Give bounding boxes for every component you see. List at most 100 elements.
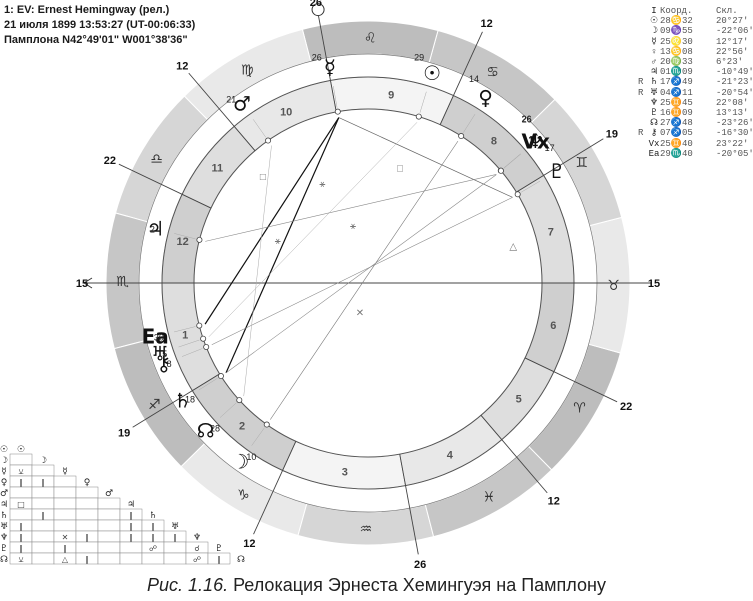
aspect-grid-diagonal-glyph: ♀ bbox=[84, 478, 91, 488]
sun-degree: 29 bbox=[414, 53, 424, 63]
aspect-line-glyph: ✕ bbox=[356, 308, 364, 319]
aspect-grid-symbol: ∥ bbox=[151, 522, 155, 531]
aspect-grid-cell bbox=[141, 552, 165, 565]
aspect-grid-row-glyph: ☿ bbox=[1, 467, 7, 477]
aspect-grid-symbol: △ bbox=[62, 555, 69, 564]
aspect-grid-cell bbox=[31, 464, 55, 477]
aspect-line-glyph: △ bbox=[509, 241, 517, 252]
uranus-degree: 5 bbox=[162, 349, 167, 359]
house-cusp-line bbox=[132, 373, 220, 428]
neptune-glyph: ♆ bbox=[527, 129, 545, 153]
vertex-degree: 26 bbox=[522, 114, 532, 124]
aspect-grid-symbol: ∥ bbox=[19, 544, 23, 553]
aspect-grid-cell bbox=[31, 541, 55, 554]
house-cusp-line bbox=[516, 138, 604, 193]
house-cusp-degree: 15 bbox=[76, 278, 88, 290]
saturn-pointer bbox=[198, 377, 218, 391]
aspect-grid-symbol: ∥ bbox=[19, 522, 23, 531]
aspect-grid-diagonal-glyph: ☉ bbox=[17, 445, 25, 455]
house-cusp-degree: 19 bbox=[118, 427, 130, 439]
aspect-grid-symbol: ∥ bbox=[129, 533, 133, 542]
house-cusp-line bbox=[399, 454, 419, 555]
aspect-line bbox=[211, 197, 513, 346]
aspect-grid-cell bbox=[53, 497, 77, 510]
aspect-line-glyph: □ bbox=[397, 163, 403, 174]
aspect-grid-cell bbox=[75, 541, 99, 554]
aspect-grid-cell bbox=[119, 541, 143, 554]
house-number: 9 bbox=[388, 89, 394, 101]
aspect-grid-symbol: ∥ bbox=[129, 522, 133, 531]
chiron-position-dot bbox=[203, 343, 210, 350]
house-number: 1 bbox=[182, 330, 188, 342]
jupiter-degree: 2 bbox=[150, 225, 155, 235]
aspect-grid-diagonal-glyph: ♆ bbox=[193, 533, 201, 543]
jupiter-glyph: ♃ bbox=[146, 217, 164, 241]
aspect-grid-cell bbox=[53, 508, 77, 521]
moon-degree: 10 bbox=[246, 452, 256, 462]
house-number: 12 bbox=[177, 236, 189, 248]
aspect-grid-symbol: ∥ bbox=[41, 478, 45, 487]
aspect-grid-cell bbox=[53, 475, 77, 488]
sun-glyph: ☉ bbox=[423, 61, 441, 85]
aspect-grid-row-glyph: ♄ bbox=[0, 511, 8, 521]
aspect-grid-cell bbox=[31, 552, 55, 565]
aspect-grid-diagonal-glyph: ♅ bbox=[171, 522, 179, 532]
aspect-grid-cell bbox=[207, 552, 231, 565]
house-cusp-line bbox=[480, 415, 548, 494]
aspect-grid-cell bbox=[97, 541, 121, 554]
house-number: 5 bbox=[516, 394, 522, 406]
aspect-grid-cell bbox=[75, 486, 99, 499]
aspect-grid-symbol: ⚺ bbox=[18, 555, 23, 564]
sign-glyph: ♑ bbox=[237, 488, 250, 504]
node-degree: 28 bbox=[210, 423, 220, 433]
sign-glyph: ♓ bbox=[483, 490, 496, 506]
mars-glyph: ♂ bbox=[233, 91, 251, 115]
house-cusp-line bbox=[317, 11, 337, 112]
house-cusp-line bbox=[439, 31, 483, 125]
aspect-grid-symbol: ∥ bbox=[85, 533, 89, 542]
aspect-grid-row-glyph: ♀ bbox=[1, 478, 8, 488]
house-cusp-degree: 12 bbox=[176, 61, 188, 73]
natal-wheel: ♈♉♊♋♌♍♎♏♐♑♒♓1519122612221519122612221234… bbox=[76, 0, 660, 571]
aspect-grid-symbol: □ bbox=[17, 500, 25, 509]
venus-degree: 14 bbox=[469, 74, 479, 84]
aspect-grid-diagonal-glyph: ☽ bbox=[39, 456, 47, 466]
sign-glyph: ♉ bbox=[607, 278, 620, 294]
aspect-grid-row-glyph: ♅ bbox=[0, 522, 8, 532]
aspect-grid-symbol: ☌ bbox=[194, 544, 199, 553]
house-number: 4 bbox=[447, 449, 454, 461]
aspect-grid-cell bbox=[75, 519, 99, 532]
aspect-grid-diagonal-glyph: ♄ bbox=[149, 511, 157, 521]
aspect-grid: ☉☉☽☽☿☿♀♀♂♂♃♃♄♄♅♅♆♆♇♇☊☊⚺∥∥□∥∥∥∥∥∥✕∥∥∥∥∥∥☍… bbox=[0, 445, 245, 565]
east-point-position-dot bbox=[196, 322, 203, 329]
east-point-pointer bbox=[174, 326, 196, 333]
aspect-grid-row-glyph: ☉ bbox=[0, 445, 8, 455]
house-cusp-degree: 12 bbox=[480, 18, 492, 30]
house-number: 8 bbox=[491, 136, 497, 148]
aspect-line bbox=[204, 117, 340, 325]
sign-glyph: ♌ bbox=[364, 31, 377, 47]
planet-table-row: ♃01♏09-10°49' bbox=[649, 67, 753, 78]
aspect-grid-diagonal-glyph: ☊ bbox=[237, 555, 245, 565]
aspect-line-glyph: ⚹ bbox=[350, 221, 356, 232]
aspect-line bbox=[208, 122, 418, 337]
planet-table-row: R♄17♐49-21°23' bbox=[638, 77, 753, 88]
aspect-line-glyph: □ bbox=[260, 172, 266, 183]
vertex-pointer bbox=[503, 153, 521, 169]
aspect-grid-cell bbox=[9, 453, 33, 466]
house-cusp-degree: 22 bbox=[620, 401, 632, 413]
node-position-dot bbox=[236, 397, 243, 404]
house-cusp-degree: 26 bbox=[310, 0, 322, 9]
mercury-glyph: ☿ bbox=[324, 55, 336, 79]
aspect-line-glyph: ⚹ bbox=[319, 179, 325, 190]
house-cusp-line bbox=[524, 357, 618, 403]
sign-glyph: ♊ bbox=[575, 155, 588, 171]
aspect-grid-row-glyph: ♂ bbox=[0, 489, 8, 499]
saturn-degree: 18 bbox=[185, 394, 195, 404]
house-cusp-degree: 12 bbox=[548, 495, 560, 507]
